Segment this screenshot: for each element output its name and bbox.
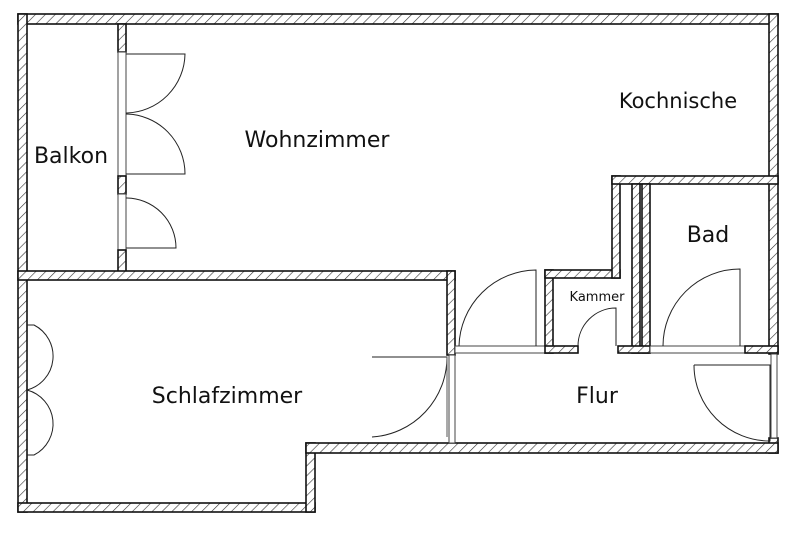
wall-balkon-top [117,23,127,53]
label-wohnzimmer: Wohnzimmer [245,128,391,153]
wall-bad-left [641,183,651,354]
room-labels: Balkon Wohnzimmer Kochnische Bad Kammer … [34,89,737,409]
wall-left [17,13,28,513]
wall-kammer-top [544,269,621,279]
wall-kammer-right [631,183,641,354]
label-kammer: Kammer [570,290,626,305]
wall-balkon-bottom [117,249,127,273]
balcony-door-2[interactable] [125,113,186,175]
label-bad: Bad [687,223,730,248]
wall-kochnische-top [611,175,779,185]
flur-opening [448,354,456,444]
label-schlafzimmer: Schlafzimmer [152,384,303,409]
entrance-opening [770,353,778,439]
wall-bottom-left [17,502,316,513]
label-flur: Flur [576,384,619,409]
wall-kammer-left [544,269,554,354]
wall-flur-top-3 [744,345,779,354]
wohnzimmer-door[interactable] [458,269,537,347]
doors [26,53,771,456]
entrance-door[interactable] [693,364,771,442]
walls [17,13,779,513]
balcony-window-2 [117,193,127,251]
balcony-window-1 [117,51,127,177]
wardrobe-door-2[interactable] [26,389,54,456]
wall-balkon-mid [117,175,127,195]
wall-bottom-right [305,442,779,454]
wall-flur-top-2 [617,345,651,354]
wall-schlaf-right [446,270,456,356]
wall-kochnische-step [611,175,621,279]
label-kochnische: Kochnische [619,89,737,113]
bad-door[interactable] [662,268,741,347]
balcony-door-1[interactable] [125,53,186,114]
kammer-door[interactable] [577,307,617,347]
wall-wohn-schlaf [17,270,456,281]
wall-flur-top-1 [544,345,579,354]
wall-top [17,13,779,25]
label-balkon: Balkon [34,144,108,169]
schlafzimmer-door[interactable] [371,356,448,438]
balcony-door-3[interactable] [125,197,177,249]
door-opening-bad [649,345,746,354]
door-opening-wohn [454,345,546,354]
wardrobe-door-1[interactable] [26,324,54,391]
